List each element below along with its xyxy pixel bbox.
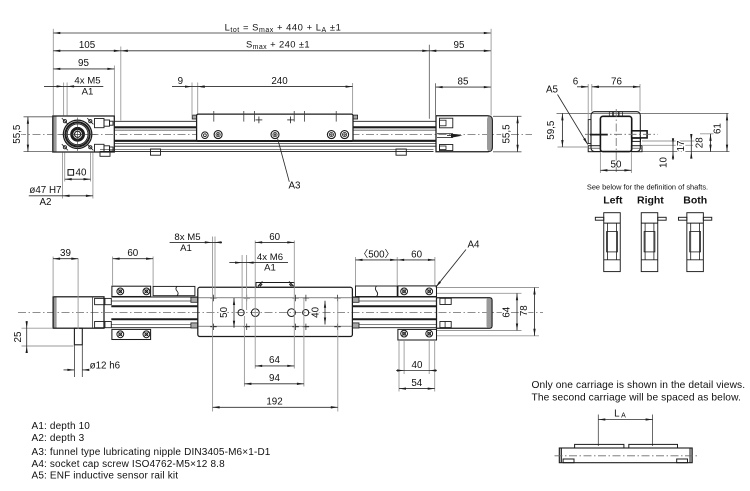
svg-text:64: 64 bbox=[269, 355, 280, 366]
svg-text:76: 76 bbox=[611, 76, 622, 87]
svg-text:A4: socket cap screw ISO4762-M: A4: socket cap screw ISO4762-M5×12 8.8 bbox=[32, 459, 226, 470]
svg-text:Both: Both bbox=[683, 195, 707, 207]
svg-text:55,5: 55,5 bbox=[501, 124, 512, 144]
svg-text:6: 6 bbox=[573, 76, 579, 87]
svg-text:64: 64 bbox=[502, 306, 513, 317]
svg-text:A2: A2 bbox=[40, 197, 52, 208]
svg-text:17: 17 bbox=[676, 141, 687, 152]
svg-text:78: 78 bbox=[519, 305, 530, 316]
svg-text:The second carriage will be sp: The second carriage will be spaced as be… bbox=[532, 392, 741, 403]
svg-text:50: 50 bbox=[611, 160, 622, 171]
svg-text:〈500〉: 〈500〉 bbox=[358, 248, 394, 260]
svg-text:95: 95 bbox=[454, 40, 465, 51]
svg-text:L A: L A bbox=[614, 408, 626, 419]
svg-text:4x M5: 4x M5 bbox=[74, 75, 100, 86]
svg-text:A2: depth 3: A2: depth 3 bbox=[32, 433, 85, 444]
svg-text:Right: Right bbox=[637, 195, 664, 207]
svg-text:192: 192 bbox=[266, 397, 282, 408]
svg-text:10: 10 bbox=[658, 157, 669, 168]
svg-text:A5: ENF inductive sensor rail: A5: ENF inductive sensor rail kit bbox=[32, 470, 179, 481]
svg-text:9: 9 bbox=[178, 76, 183, 87]
svg-text:A3: funnel type lubricating ni: A3: funnel type lubricating nipple DIN34… bbox=[32, 447, 271, 458]
svg-text:55,5: 55,5 bbox=[12, 124, 23, 144]
svg-text:A1: A1 bbox=[180, 243, 192, 254]
svg-text:A3: A3 bbox=[289, 181, 302, 192]
svg-text:28: 28 bbox=[695, 137, 706, 148]
svg-text:54: 54 bbox=[411, 378, 422, 389]
svg-text:60: 60 bbox=[127, 248, 138, 259]
svg-text:40: 40 bbox=[76, 167, 87, 178]
svg-text:60: 60 bbox=[269, 232, 280, 243]
svg-text:Only one carriage is shown in: Only one carriage is shown in the detail… bbox=[532, 380, 746, 391]
svg-text:240: 240 bbox=[271, 76, 288, 87]
svg-text:ø12 h6: ø12 h6 bbox=[90, 360, 121, 371]
svg-text:See below for the definition o: See below for the definition of shafts. bbox=[587, 182, 708, 191]
svg-text:A1: depth 10: A1: depth 10 bbox=[32, 421, 91, 432]
svg-text:40: 40 bbox=[310, 306, 321, 317]
svg-text:60: 60 bbox=[411, 249, 422, 260]
svg-text:Ltot = Smax + 440 + LA ±1: Ltot = Smax + 440 + LA ±1 bbox=[225, 21, 342, 34]
svg-text:8x M5: 8x M5 bbox=[174, 232, 200, 243]
svg-text:95: 95 bbox=[78, 58, 89, 69]
svg-text:25: 25 bbox=[13, 331, 24, 342]
svg-text:ø47 H7: ø47 H7 bbox=[29, 185, 61, 196]
svg-text:A1: A1 bbox=[82, 87, 94, 98]
svg-text:40: 40 bbox=[412, 360, 423, 371]
svg-text:105: 105 bbox=[79, 40, 96, 51]
svg-text:59,5: 59,5 bbox=[546, 120, 557, 140]
svg-text:Left: Left bbox=[603, 195, 623, 207]
svg-text:A1: A1 bbox=[264, 263, 276, 274]
svg-text:50: 50 bbox=[219, 306, 230, 317]
svg-text:61: 61 bbox=[713, 123, 724, 134]
svg-text:A5: A5 bbox=[546, 85, 559, 96]
svg-text:A4: A4 bbox=[468, 240, 481, 251]
svg-text:4x M6: 4x M6 bbox=[257, 252, 283, 263]
svg-text:85: 85 bbox=[458, 76, 469, 87]
svg-text:94: 94 bbox=[269, 373, 280, 384]
svg-text:39: 39 bbox=[60, 248, 71, 259]
